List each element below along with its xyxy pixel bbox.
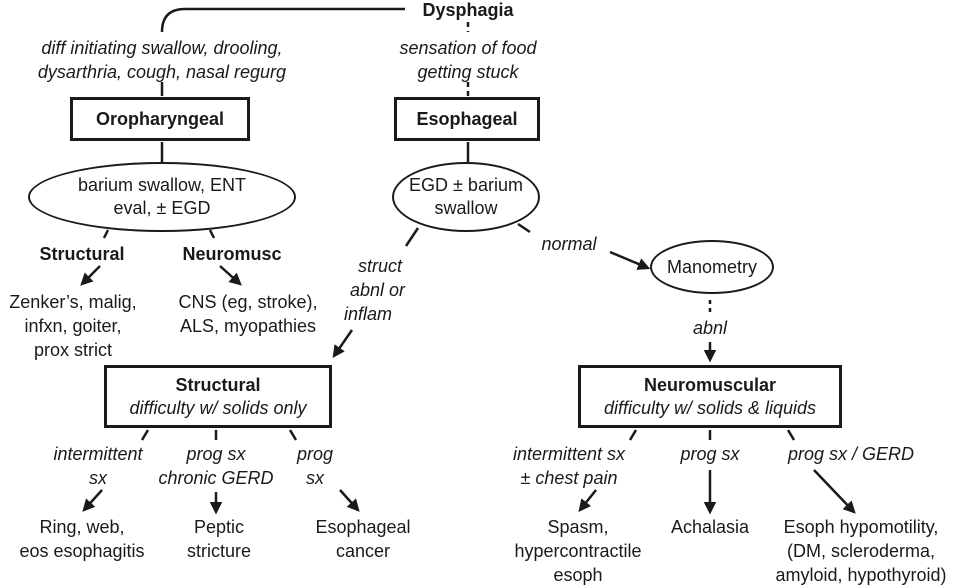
nm-result-3-line-1: Esoph hypomotility, — [783, 517, 939, 537]
oro-structural-cause-3: prox strict — [33, 340, 112, 360]
oro-neuromusc-causes: CNS (eg, stroke), ALS, myopathies — [164, 290, 332, 338]
structural-result-1: Ring, web, eos esophagitis — [0, 515, 164, 563]
structural-edge-1-line-2: sx — [89, 468, 107, 488]
nm-result-3-line-2: (DM, scleroderma, — [786, 541, 936, 561]
nm-edge-2: prog sx — [664, 442, 756, 466]
oro-criteria-line-2: dysarthria, cough, nasal regurg — [37, 62, 287, 82]
arrow-structural-causes — [80, 265, 101, 286]
structural-result-2-line-1: Peptic — [193, 517, 245, 537]
oro-workup-ellipse: barium swallow, ENT eval, ± EGD — [28, 162, 296, 232]
edge-struct-line-3: inflam — [344, 304, 393, 324]
oro-neuromusc-cause-2: ALS, myopathies — [179, 316, 317, 336]
nm-edge-1: intermittent sx ± chest pain — [496, 442, 642, 490]
nm-result-2-line-1: Achalasia — [670, 517, 750, 537]
edge-normal-label: normal — [541, 234, 597, 254]
tick-normal-edge — [517, 222, 531, 234]
eso-criteria-line-1: sensation of food — [399, 38, 537, 58]
tick-branch-3 — [288, 429, 298, 441]
nm-result-3: Esoph hypomotility, (DM, scleroderma, am… — [764, 515, 958, 587]
oro-neuromusc-cause-1: CNS (eg, stroke), — [178, 292, 318, 312]
nm-edge-1-line-2: ± chest pain — [520, 468, 618, 488]
arrow-to-manometry — [609, 250, 651, 270]
nm-result-3-line-3: amyloid, hypothyroid) — [775, 565, 947, 585]
structural-subtitle: difficulty w/ solids only — [129, 397, 307, 418]
tick-neuromusc — [208, 229, 216, 239]
tick-nm-branch-1 — [628, 429, 638, 441]
tick-struct-edge — [404, 227, 420, 247]
top-connector — [160, 7, 405, 33]
neuromuscular-box: Neuromuscular difficulty w/ solids & liq… — [578, 365, 842, 428]
oro-structural-cause-2: infxn, goiter, — [24, 316, 122, 336]
arrow-nm-branch-3 — [813, 469, 856, 514]
edge-struct-label: struct abnl or inflam — [344, 254, 424, 326]
tick-branch-1 — [140, 429, 150, 441]
nm-edge-2-line-1: prog sx — [680, 444, 740, 464]
neuromuscular-title: Neuromuscular — [643, 374, 777, 395]
structural-box: Structural difficulty w/ solids only — [104, 365, 332, 428]
eso-criteria-line-2: getting stuck — [417, 62, 519, 82]
structural-edge-3: prog sx — [290, 442, 340, 490]
arrow-nm-branch-1 — [578, 489, 597, 512]
structural-result-1-line-2: eos esophagitis — [19, 541, 145, 561]
diagram-title: Dysphagia — [410, 0, 526, 22]
oro-structural-cause-1: Zenker’s, malig, — [9, 292, 137, 312]
structural-result-2-line-2: stricture — [186, 541, 251, 561]
structural-title: Structural — [175, 374, 261, 395]
oro-workup-line-1: barium swallow, ENT — [77, 175, 247, 195]
edge-struct-line-1: struct — [358, 256, 403, 276]
edge-abnl-label: abnl — [692, 318, 728, 338]
structural-edge-3-line-1: prog — [296, 444, 334, 464]
manometry-label: Manometry — [666, 256, 758, 277]
oro-criteria-line-1: diff initiating swallow, drooling, — [41, 38, 283, 58]
structural-result-2: Peptic stricture — [174, 515, 264, 563]
structural-edge-3-line-2: sx — [306, 468, 324, 488]
oro-criteria: diff initiating swallow, drooling, dysar… — [2, 36, 322, 84]
nm-result-1: Spasm, hypercontractile esoph — [494, 515, 662, 587]
structural-result-1-line-1: Ring, web, — [39, 517, 125, 537]
nm-edge-3-line-1: prog sx / GERD — [787, 444, 915, 464]
oro-neuromusc-label: Neuromusc — [182, 244, 282, 264]
arrow-to-structural — [332, 329, 354, 359]
esophageal-label: Esophageal — [416, 108, 518, 129]
nm-edge-3: prog sx / GERD — [770, 442, 932, 466]
arrow-neuromusc-causes — [219, 265, 242, 286]
structural-result-3: Esophageal cancer — [298, 515, 428, 563]
eso-workup-line-2: swallow — [434, 198, 498, 218]
structural-result-3-line-1: Esophageal — [315, 517, 411, 537]
arrow-branch-3 — [339, 489, 360, 512]
oro-structural-causes: Zenker’s, malig, infxn, goiter, prox str… — [0, 290, 146, 362]
oropharyngeal-box: Oropharyngeal — [70, 97, 250, 141]
tick-structural — [102, 229, 110, 239]
structural-result-3-line-2: cancer — [335, 541, 391, 561]
tick-nm-branch-3 — [786, 429, 796, 441]
nm-edge-1-line-1: intermittent sx — [512, 444, 626, 464]
structural-edge-1: intermittent sx — [36, 442, 160, 490]
neuromuscular-subtitle: difficulty w/ solids & liquids — [603, 397, 817, 418]
nm-result-1-line-1: Spasm, — [547, 517, 609, 537]
esophageal-box: Esophageal — [394, 97, 540, 141]
eso-workup-line-1: EGD ± barium — [409, 175, 523, 195]
structural-edge-2: prog sx chronic GERD — [138, 442, 294, 490]
nm-result-1-line-2: hypercontractile — [514, 541, 642, 561]
nm-result-2: Achalasia — [662, 515, 758, 539]
structural-edge-2-line-2: chronic GERD — [158, 468, 274, 488]
eso-workup-ellipse: EGD ± barium swallow — [392, 162, 540, 232]
oro-workup-line-2: eval, ± EGD — [113, 198, 211, 218]
eso-criteria: sensation of food getting stuck — [378, 36, 558, 84]
structural-edge-2-line-1: prog sx — [186, 444, 246, 464]
edge-struct-line-2: abnl or — [350, 280, 406, 300]
manometry-ellipse: Manometry — [650, 240, 774, 294]
oro-structural-label: Structural — [39, 244, 125, 264]
nm-result-1-line-3: esoph — [553, 565, 603, 585]
arrow-branch-1 — [82, 489, 103, 512]
oropharyngeal-label: Oropharyngeal — [95, 108, 225, 129]
structural-edge-1-line-1: intermittent — [53, 444, 143, 464]
